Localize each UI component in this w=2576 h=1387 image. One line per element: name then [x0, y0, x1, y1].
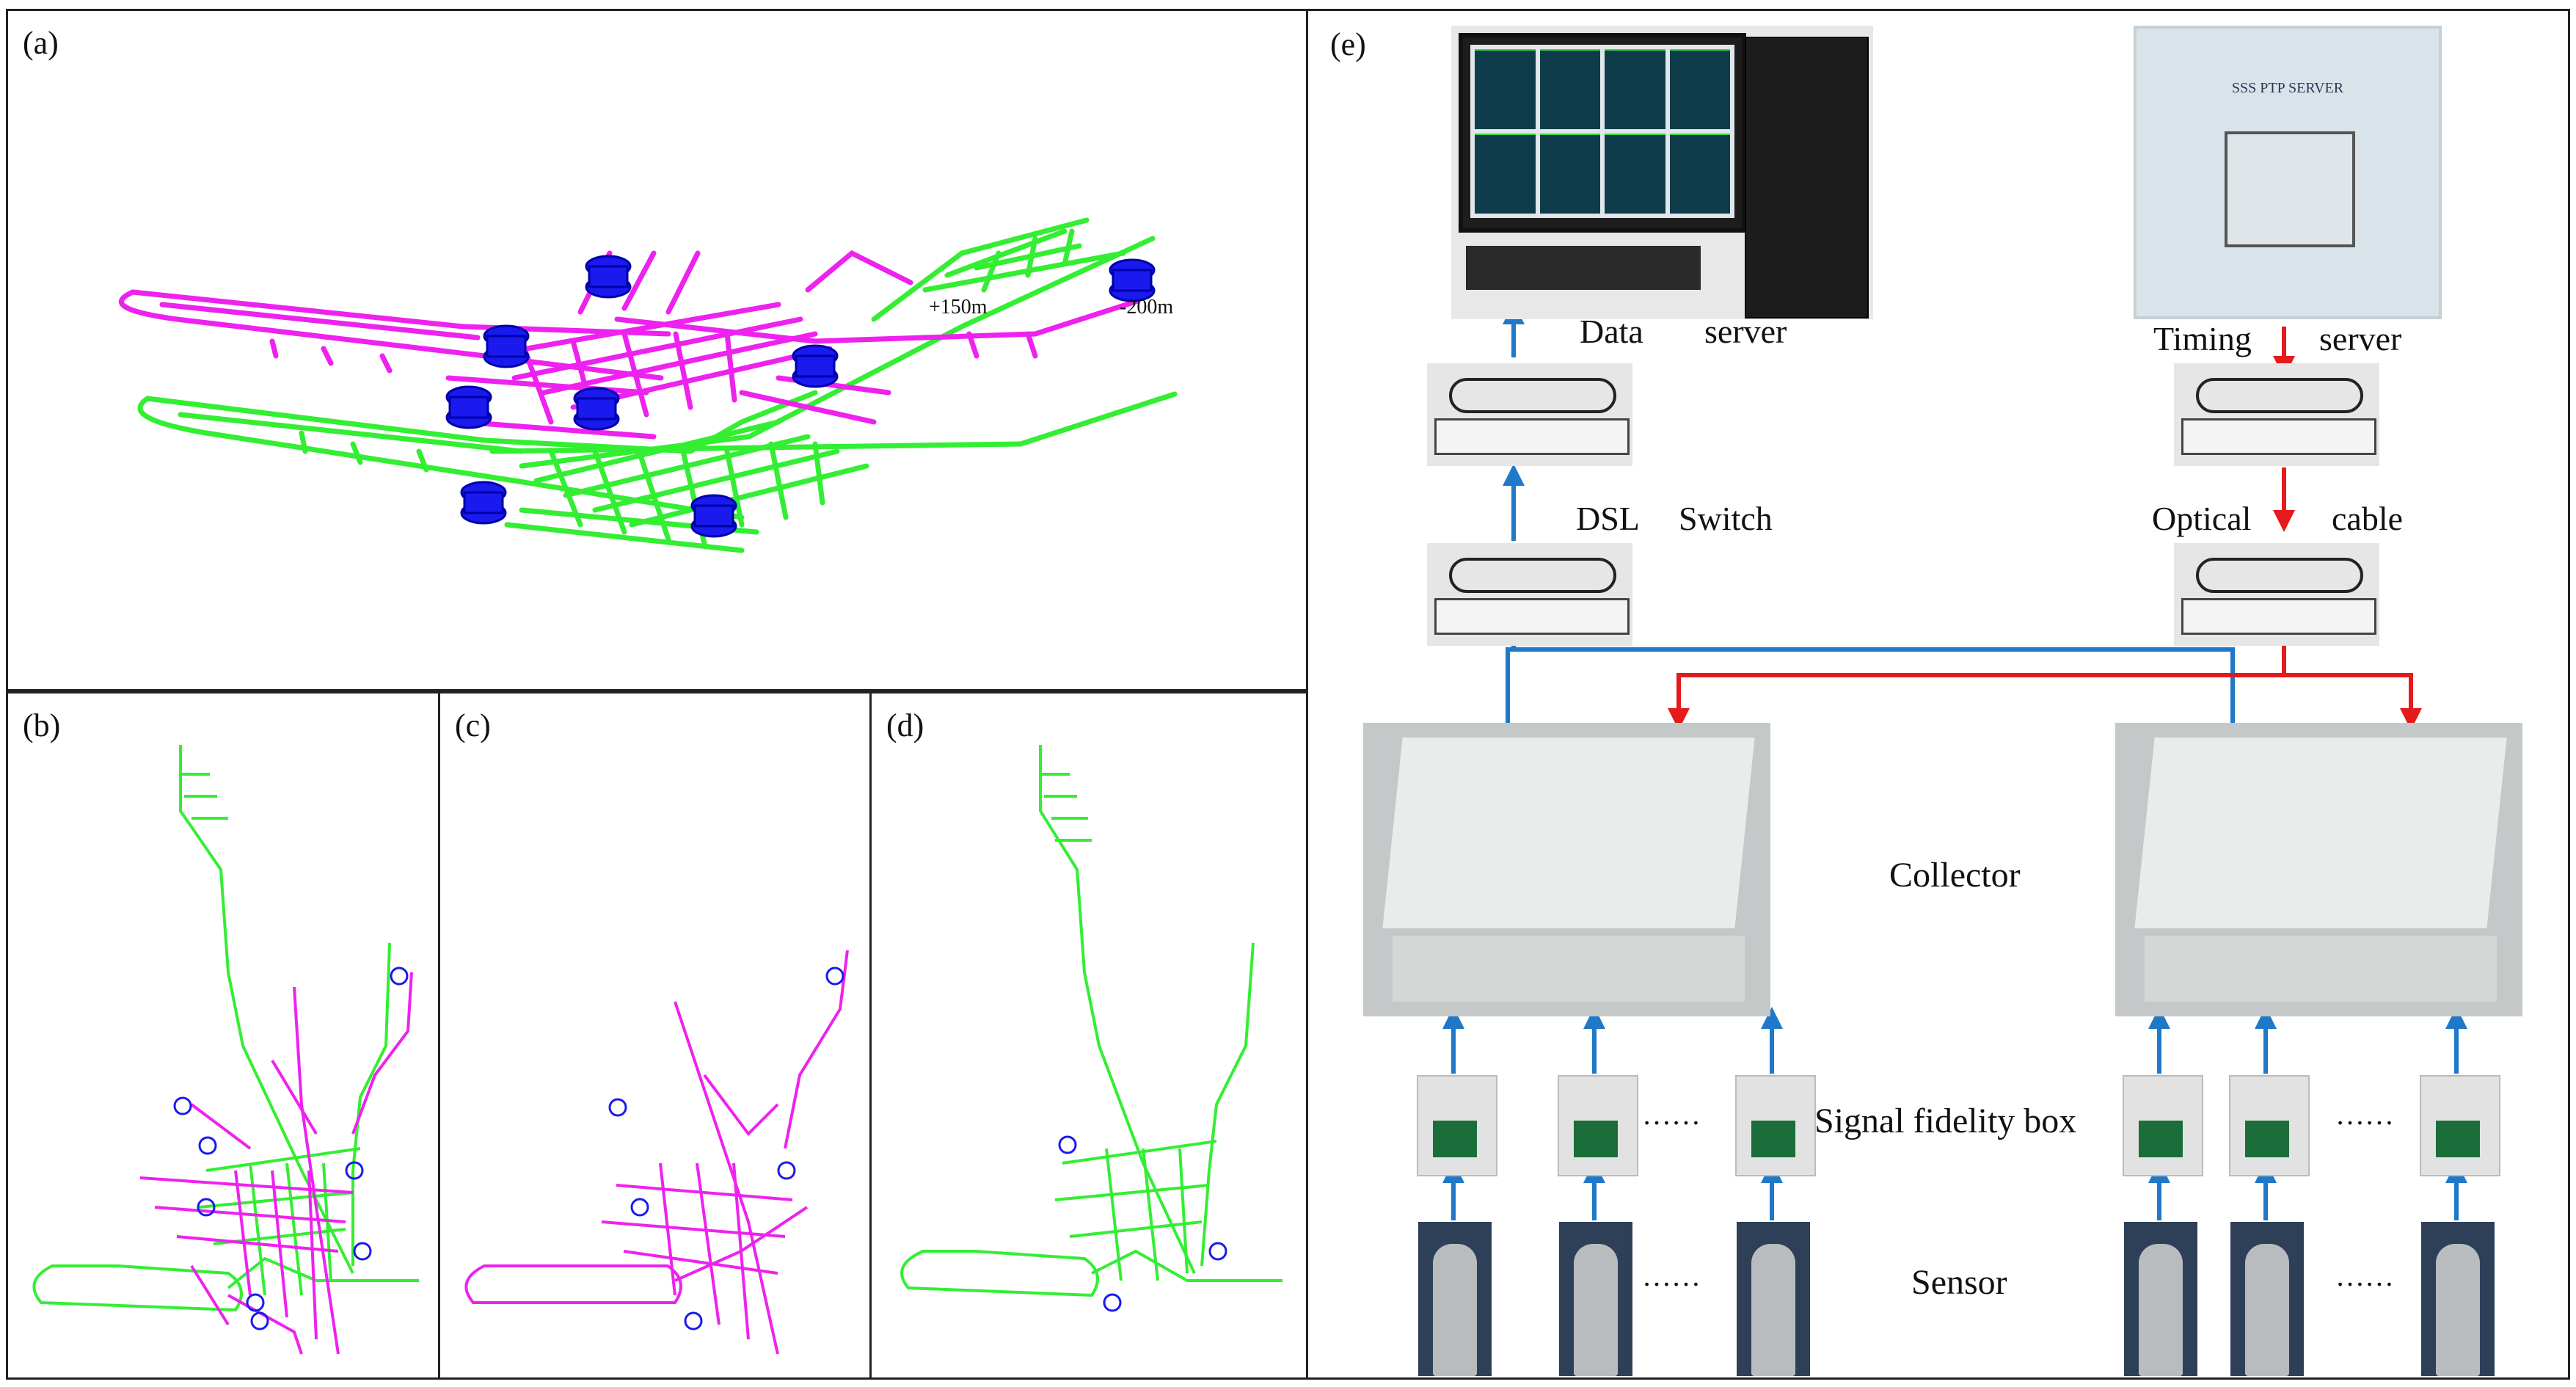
optical-switch-lower [2174, 543, 2379, 646]
collector-right-photo [2115, 723, 2522, 1016]
signal-box [2420, 1075, 2500, 1176]
lower-level-roadways [900, 745, 1282, 1297]
panel-c-plan-upper: (c) [438, 691, 872, 1380]
sensor [2230, 1222, 2304, 1376]
upper-level-roadways [139, 972, 413, 1355]
station-marker [345, 1161, 364, 1180]
station-marker [353, 1242, 372, 1261]
timing-server-photo: SSS PTP SERVER [2134, 26, 2442, 319]
station-markers [1058, 1135, 1227, 1312]
ellipsis-sensor-right: …… [2335, 1259, 2394, 1292]
signal-fidelity-box-label: Signal fidelity box [1814, 1102, 2077, 1140]
elevation-label-upper: +150m [929, 296, 988, 318]
panel-e-label: (e) [1330, 26, 1366, 62]
panel-c-label: (c) [455, 707, 491, 743]
dsl-switch-lower [1427, 543, 1632, 646]
station-markers [173, 966, 409, 1330]
panel-d-label: (d) [886, 707, 924, 743]
sensor [1418, 1222, 1492, 1376]
station-marker [585, 255, 632, 299]
data-server-label-word1: Data [1580, 313, 1643, 350]
panel-a-3d-model: (a) [6, 9, 1308, 691]
sensor-label: Sensor [1911, 1263, 2007, 1302]
ellipsis-signal-right: …… [2335, 1098, 2394, 1131]
collector-left-photo [1363, 723, 1770, 1016]
station-marker [445, 385, 492, 429]
station-marker [825, 966, 844, 986]
station-marker [684, 1311, 703, 1330]
keyboard [1466, 246, 1701, 290]
panel-e-system: (e) [1306, 9, 2570, 1380]
station-marker [460, 481, 507, 525]
panel-a-label: (a) [23, 25, 59, 61]
ellipsis-sensor-left: …… [1642, 1259, 1701, 1292]
dsl-switch-label-word2: Switch [1679, 500, 1773, 537]
lower-level-roadways [32, 745, 419, 1312]
dsl-switch-label-word1: DSL [1576, 500, 1640, 537]
station-markers [445, 255, 1156, 538]
station-marker [1058, 1135, 1077, 1154]
dsl-switch-upper [1427, 363, 1632, 466]
monitor-screen [1459, 33, 1746, 233]
station-marker [1103, 1293, 1122, 1312]
station-marker [173, 1096, 192, 1115]
sensor [2421, 1222, 2495, 1376]
station-marker [246, 1293, 265, 1312]
signal-box [1558, 1075, 1638, 1176]
optical-cable-label-word2: cable [2332, 500, 2404, 537]
station-marker [197, 1198, 216, 1217]
signal-box [1417, 1075, 1497, 1176]
station-marker [250, 1311, 269, 1330]
station-marker [792, 344, 839, 388]
station-marker [198, 1136, 217, 1155]
optical-cable-label-word1: Optical [2152, 500, 2252, 537]
signal-box [2229, 1075, 2310, 1176]
upper-level-roadways [464, 950, 849, 1355]
station-marker [777, 1161, 796, 1180]
station-marker [573, 387, 620, 431]
station-marker [608, 1098, 627, 1117]
signal-box [2123, 1075, 2203, 1176]
optical-switch-upper [2174, 363, 2379, 466]
station-marker [1109, 258, 1156, 302]
sensor [1737, 1222, 1810, 1376]
panel-a-drawing [118, 217, 1178, 553]
server-tower [1745, 37, 1869, 318]
elevation-label-lower: -200m [1120, 296, 1174, 318]
station-marker [690, 494, 737, 538]
station-marker [390, 966, 409, 986]
collector-label: Collector [1889, 856, 2021, 895]
panel-b-drawing [32, 745, 419, 1355]
data-server-photo [1451, 26, 1873, 319]
data-path-arrows [1442, 302, 2467, 1220]
sensor [1559, 1222, 1632, 1376]
station-marker [630, 1198, 649, 1217]
station-markers [608, 966, 844, 1330]
signal-box [1735, 1075, 1816, 1176]
station-marker [1208, 1242, 1227, 1261]
timing-server-title: SSS PTP SERVER [2231, 80, 2344, 96]
lower-level-roadways [137, 217, 1178, 553]
panel-b-plan-both: (b) [6, 691, 440, 1380]
data-server-label-word2: server [1704, 313, 1787, 350]
panel-c-drawing [464, 950, 849, 1355]
panel-d-drawing [900, 745, 1282, 1312]
timing-server-label-word1: Timing [2153, 320, 2252, 357]
ellipsis-signal-left: …… [1642, 1098, 1701, 1131]
timing-server-label-word2: server [2319, 320, 2402, 357]
timing-server-screen [2225, 131, 2355, 247]
panel-d-plan-lower: (d) [869, 691, 1308, 1380]
station-marker [483, 324, 530, 368]
panel-b-label: (b) [23, 707, 61, 743]
sensor [2124, 1222, 2197, 1376]
